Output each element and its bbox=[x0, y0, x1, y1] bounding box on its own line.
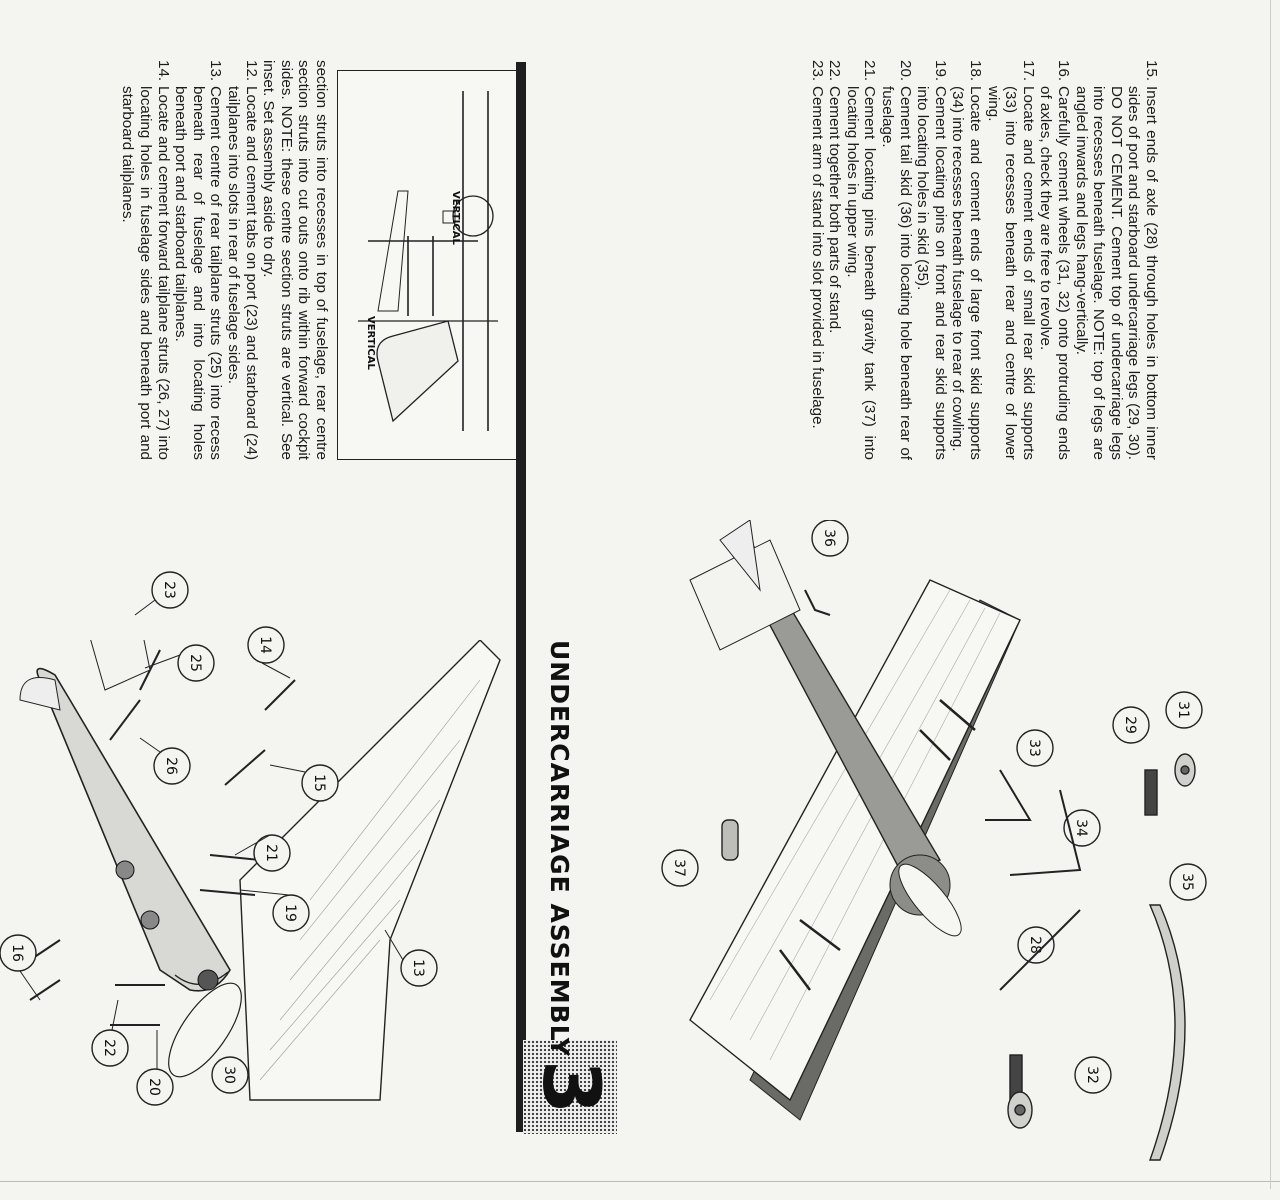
step-11-continuation: section struts into recesses in top of f… bbox=[260, 60, 330, 460]
callout-20: 20 bbox=[146, 1078, 162, 1096]
instructions-part-b: 15.Insert ends of axle (28) through hole… bbox=[808, 60, 1160, 460]
vertical-label-1: VERTICAL bbox=[365, 316, 376, 370]
section-divider-bar bbox=[516, 62, 526, 1132]
biplane-undercarriage-diagram bbox=[689, 520, 1021, 1121]
step-14: 14.Locate and cement forward tailplane s… bbox=[119, 60, 172, 460]
step-23: 23.Cement arm of stand into slot provide… bbox=[808, 60, 826, 429]
step-16: 16.Carefully cement wheels (31, 32) onto… bbox=[1037, 60, 1073, 460]
callout-32: 32 bbox=[1084, 1066, 1100, 1084]
callout-19: 19 bbox=[282, 904, 298, 922]
callout-34: 34 bbox=[1073, 819, 1089, 837]
step-15: 15.Insert ends of axle (28) through hole… bbox=[1072, 60, 1160, 460]
callout-30: 30 bbox=[221, 1066, 237, 1084]
step-18: 18.Locate and cement ends of large front… bbox=[949, 60, 985, 460]
callout-28: 28 bbox=[1027, 936, 1043, 954]
callout-15: 15 bbox=[311, 774, 327, 792]
callout-14: 14 bbox=[257, 636, 273, 654]
callout-37: 37 bbox=[671, 859, 687, 877]
callout-29: 29 bbox=[1122, 716, 1138, 734]
page-edge-bottom bbox=[0, 1181, 1280, 1182]
callout-22: 22 bbox=[101, 1039, 117, 1057]
callout-16: 16 bbox=[9, 944, 25, 962]
vertical-label-2: VERTICAL bbox=[450, 191, 461, 245]
step-13: 13.Cement centre of rear tailplane strut… bbox=[172, 60, 225, 460]
inset-diagram-box: VERTICAL VERTICAL bbox=[337, 70, 519, 460]
steps-12-14: 12.Locate and cement tabs on port (23) a… bbox=[119, 60, 260, 461]
callout-35: 35 bbox=[1179, 873, 1195, 891]
fuselage-exploded-diagram bbox=[19, 640, 501, 1101]
callout-21: 21 bbox=[263, 844, 279, 862]
inset-struts-diagram: VERTICAL VERTICAL bbox=[358, 91, 498, 431]
steps-15-23: 15.Insert ends of axle (28) through hole… bbox=[808, 60, 1160, 460]
callouts-top: 16 22 20 19 21 13 26 15 25 14 23 bbox=[0, 571, 438, 1106]
callout-36: 36 bbox=[821, 529, 837, 547]
section-number-badge bbox=[523, 1040, 617, 1134]
callouts-bottom-labels: 30 32 28 35 34 33 29 31 37 36 bbox=[211, 520, 1207, 1161]
step-12: 12.Locate and cement tabs on port (23) a… bbox=[225, 60, 260, 461]
step-20: 20.Cement tail skid (36) into locating h… bbox=[879, 60, 914, 460]
step-19: 19.Cement locating pins on front and rea… bbox=[914, 60, 949, 460]
step-21: 21.Cement locating pins beneath gravity … bbox=[843, 60, 879, 460]
callout-31: 31 bbox=[1175, 701, 1191, 719]
callout-23: 23 bbox=[161, 581, 177, 599]
callout-26: 26 bbox=[163, 757, 179, 775]
callout-33: 33 bbox=[1026, 739, 1042, 757]
page-edge-right bbox=[1270, 0, 1271, 1189]
step-22: 22.Cement together both parts of stand. bbox=[826, 60, 844, 334]
step-17: 17.Locate and cement ends of small rear … bbox=[984, 60, 1037, 460]
instructions-part-a: section struts into recesses in top of f… bbox=[119, 60, 330, 460]
callout-13: 13 bbox=[410, 959, 426, 977]
callout-25: 25 bbox=[187, 654, 203, 672]
